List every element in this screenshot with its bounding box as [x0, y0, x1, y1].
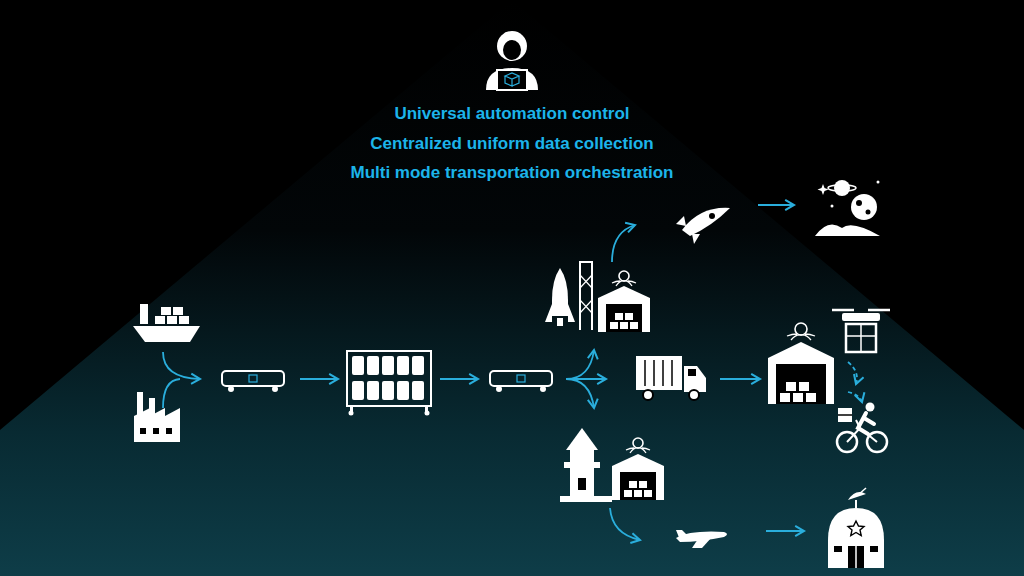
courier-cyclist-icon: [837, 403, 887, 453]
headline-text: Centralized uniform data collection: [0, 134, 1024, 154]
agv-icon: [490, 371, 552, 392]
drone-icon: [832, 310, 890, 352]
dome-base-icon: [828, 488, 884, 568]
flow-arrows: [163, 205, 862, 540]
operator-icon: [486, 31, 538, 90]
rocket-icon: [676, 208, 730, 244]
headline-text: Universal automation control: [0, 104, 1024, 124]
airplane-icon: [676, 530, 727, 548]
shelf-rack-icon: [347, 351, 431, 416]
warehouse-icon: [598, 271, 650, 332]
ship-icon: [133, 304, 200, 342]
agv-icon: [222, 371, 284, 392]
truck-icon: [636, 356, 706, 400]
castle-icon: [560, 428, 612, 502]
planets-icon: [815, 180, 880, 236]
launch-site-icon: [545, 262, 592, 330]
headline-text: Multi mode transportation orchestration: [0, 163, 1024, 183]
warehouse-icon: [768, 323, 834, 404]
factory-icon: [134, 392, 180, 442]
warehouse-icon: [612, 438, 664, 500]
